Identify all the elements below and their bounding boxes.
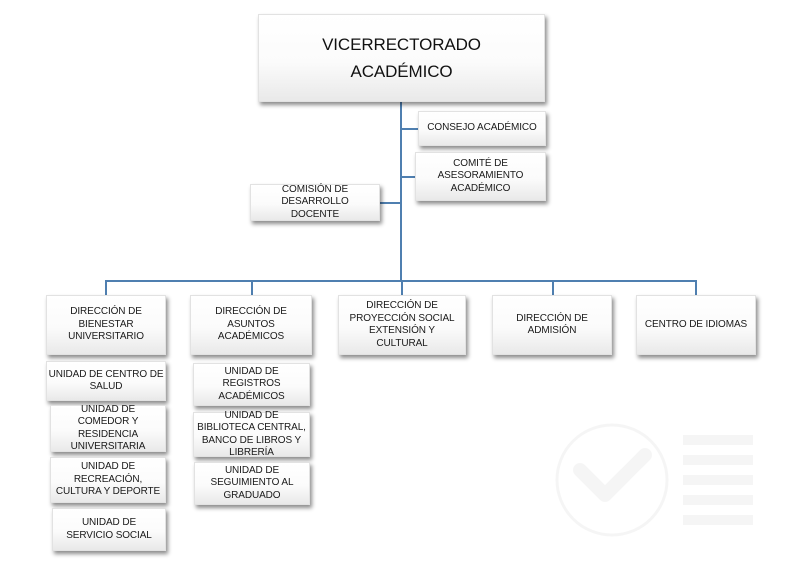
- node-direccion-bienestar: DIRECCIÓN DE BIENESTAR UNIVERSITARIO: [46, 295, 166, 355]
- node-label: UNIDAD DE SERVICIO SOCIAL: [66, 517, 152, 541]
- node-label: COMITÉ DE ASESORAMIENTO ACADÉMICO: [437, 157, 524, 194]
- node-label: DIRECCIÓN DE PROYECCIÓN SOCIAL EXTENSIÓN…: [349, 300, 455, 349]
- watermark-check-circle-icon: [555, 415, 755, 545]
- node-unidad-registros-academicos: UNIDAD DE REGISTROS ACADÉMICOS: [193, 363, 310, 406]
- node-unidad-biblioteca-central: UNIDAD DE BIBLIOTECA CENTRAL, BANCO DE L…: [193, 409, 310, 459]
- node-unidad-comedor-residencia: UNIDAD DE COMEDOR Y RESIDENCIA UNIVERSIT…: [50, 403, 166, 453]
- node-unidad-seguimiento-graduado: UNIDAD DE SEGUIMIENTO AL GRADUADO: [194, 462, 310, 505]
- node-unidad-recreacion-cultura: UNIDAD DE RECREACIÓN, CULTURA Y DEPORTE: [50, 457, 166, 503]
- root-title-line2: ACADÉMICO: [350, 62, 453, 81]
- bus-connector: [105, 280, 696, 282]
- node-label: UNIDAD DE REGISTROS ACADÉMICOS: [218, 365, 285, 402]
- node-consejo-academico: CONSEJO ACADÉMICO: [418, 111, 546, 146]
- connector-comite: [401, 176, 415, 178]
- node-label: DIRECCIÓN DE ASUNTOS ACADÉMICOS: [215, 306, 287, 343]
- node-label: UNIDAD DE COMEDOR Y RESIDENCIA UNIVERSIT…: [70, 403, 146, 453]
- root-node-vicerrectorado: VICERRECTORADO ACADÉMICO: [258, 14, 545, 102]
- node-label: UNIDAD DE SEGUIMIENTO AL GRADUADO: [210, 464, 294, 501]
- node-direccion-admision: DIRECCIÓN DE ADMISIÓN: [492, 295, 612, 355]
- node-unidad-centro-salud: UNIDAD DE CENTRO DE SALUD: [46, 361, 166, 401]
- node-label: UNIDAD DE CENTRO DE SALUD: [48, 368, 164, 393]
- node-direccion-proyeccion-social: DIRECCIÓN DE PROYECCIÓN SOCIAL EXTENSIÓN…: [338, 295, 466, 355]
- drop-connector-asuntos: [251, 280, 253, 295]
- connector-comision: [380, 202, 401, 204]
- connector-consejo: [401, 128, 418, 130]
- node-comite-asesoramiento: COMITÉ DE ASESORAMIENTO ACADÉMICO: [415, 152, 546, 201]
- drop-connector-idiomas: [695, 280, 697, 295]
- drop-connector-admision: [552, 280, 554, 295]
- node-label: CENTRO DE IDIOMAS: [644, 318, 748, 330]
- node-direccion-asuntos-academicos: DIRECCIÓN DE ASUNTOS ACADÉMICOS: [190, 295, 312, 355]
- node-comision-desarrollo-docente: COMISIÓN DE DESARROLLO DOCENTE: [250, 184, 380, 221]
- node-unidad-servicio-social: UNIDAD DE SERVICIO SOCIAL: [52, 508, 166, 551]
- drop-connector-proyeccion: [401, 280, 403, 295]
- node-label: UNIDAD DE RECREACIÓN, CULTURA Y DEPORTE: [55, 461, 161, 498]
- node-label: DIRECCIÓN DE BIENESTAR UNIVERSITARIO: [68, 306, 144, 343]
- node-label: CONSEJO ACADÉMICO: [427, 122, 537, 134]
- node-centro-idiomas: CENTRO DE IDIOMAS: [636, 295, 756, 355]
- drop-connector-bienestar: [105, 280, 107, 295]
- node-label: DIRECCIÓN DE ADMISIÓN: [516, 312, 588, 337]
- trunk-connector: [400, 102, 402, 282]
- node-label: COMISIÓN DE DESARROLLO DOCENTE: [281, 183, 349, 220]
- root-title-line1: VICERRECTORADO: [322, 35, 481, 54]
- node-label: UNIDAD DE BIBLIOTECA CENTRAL, BANCO DE L…: [197, 409, 306, 459]
